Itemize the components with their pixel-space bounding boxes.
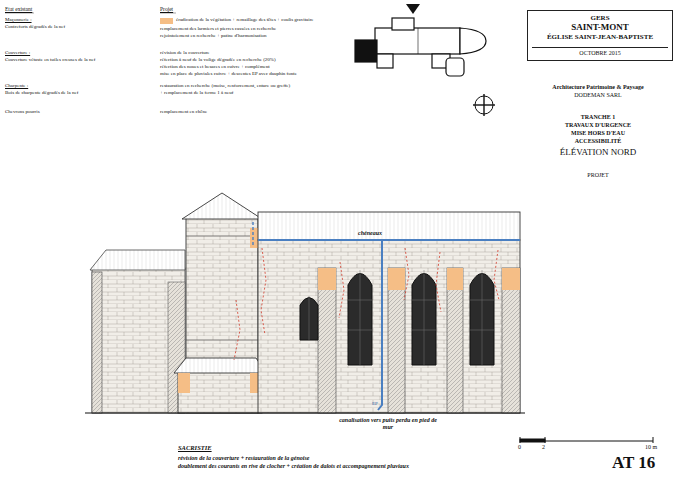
annotation: SACRISTIE bbox=[178, 444, 212, 451]
annotation: Contreforts dégradés de la nef bbox=[5, 24, 65, 30]
annotation: révision de la couverture bbox=[160, 50, 210, 56]
annotation: MISE HORS D'EAU bbox=[571, 130, 625, 137]
annotation: remplacement en chêne bbox=[160, 109, 207, 115]
annotation: 0 bbox=[518, 444, 521, 451]
annotation: remplacement des larmiers et pierres cas… bbox=[160, 26, 276, 32]
annotation: Maçonnerie : bbox=[5, 17, 32, 23]
annotation: restauration en recherche (moise, renfor… bbox=[160, 83, 290, 89]
annotation: réfection à neuf de la volige dégradée e… bbox=[160, 57, 276, 63]
annotation: Bois de charpente dégradés de la nef bbox=[5, 90, 78, 96]
annotation: Couverture vétuste en tuiles creuses de … bbox=[5, 57, 95, 63]
title-text: GERS bbox=[532, 14, 668, 22]
annotation: Chevrons pourris bbox=[5, 109, 40, 115]
annotation: 2 bbox=[542, 444, 545, 451]
view-arrow bbox=[406, 4, 420, 14]
annotation: Projet bbox=[160, 6, 173, 12]
title-text: ÉGLISE SAINT-JEAN-BAPTISTE bbox=[532, 33, 668, 41]
annotation: canalisation vers puits perdu en pied de… bbox=[338, 417, 438, 431]
sacristy bbox=[174, 358, 266, 413]
annotation: doublement des courants en rive de cloch… bbox=[178, 463, 409, 470]
annotation: EP bbox=[372, 401, 378, 407]
chapel bbox=[90, 250, 185, 413]
annotation: TRANCHE 1 bbox=[581, 114, 616, 121]
legend-text: éradication de la végétation + remaillag… bbox=[176, 17, 314, 23]
scale-bar bbox=[520, 437, 653, 443]
rainwater-system bbox=[253, 222, 520, 410]
annotation: 10 m bbox=[645, 444, 657, 451]
ground-line bbox=[85, 412, 525, 413]
annotation: rejointoiement en recherche + patine d'h… bbox=[160, 33, 267, 39]
annotation: révision de la couverture + restauration… bbox=[178, 455, 309, 462]
annotation: PROJET bbox=[587, 172, 608, 179]
annotation: ÉLÉVATION NORD bbox=[560, 147, 637, 157]
floor-plan bbox=[355, 18, 486, 76]
title-text: SAINT-MONT bbox=[532, 22, 668, 33]
annotation: chéneaux bbox=[358, 230, 382, 237]
north-symbol bbox=[473, 94, 495, 116]
annotation: + remplacement de la ferme 1 à neuf bbox=[160, 90, 233, 96]
cracks bbox=[234, 248, 499, 360]
title-block: GERSSAINT-MONTÉGLISE SAINT-JEAN-BAPTISTE… bbox=[527, 10, 673, 61]
annotation: mise en place de pluviales cuivre + desc… bbox=[160, 71, 297, 77]
annotation: ACCESSIBILITÉ bbox=[575, 138, 622, 145]
annotation: Couverture : bbox=[5, 50, 30, 56]
annotation: Charpente : bbox=[5, 83, 28, 89]
annotation: DODEMAN SARL bbox=[574, 92, 622, 99]
annotation: Architecture Patrimoine & Paysage bbox=[552, 84, 643, 91]
nave bbox=[258, 212, 520, 413]
legend-swatch bbox=[160, 18, 173, 24]
annotation: réfection des noues et besaces en cuivre… bbox=[160, 64, 270, 70]
title-text: OCTOBRE 2015 bbox=[532, 47, 668, 57]
annotation: Etat existant bbox=[5, 6, 32, 12]
annotation: AT 16 bbox=[612, 453, 655, 473]
annotation: TRAVAUX D'URGENCE bbox=[565, 122, 631, 129]
